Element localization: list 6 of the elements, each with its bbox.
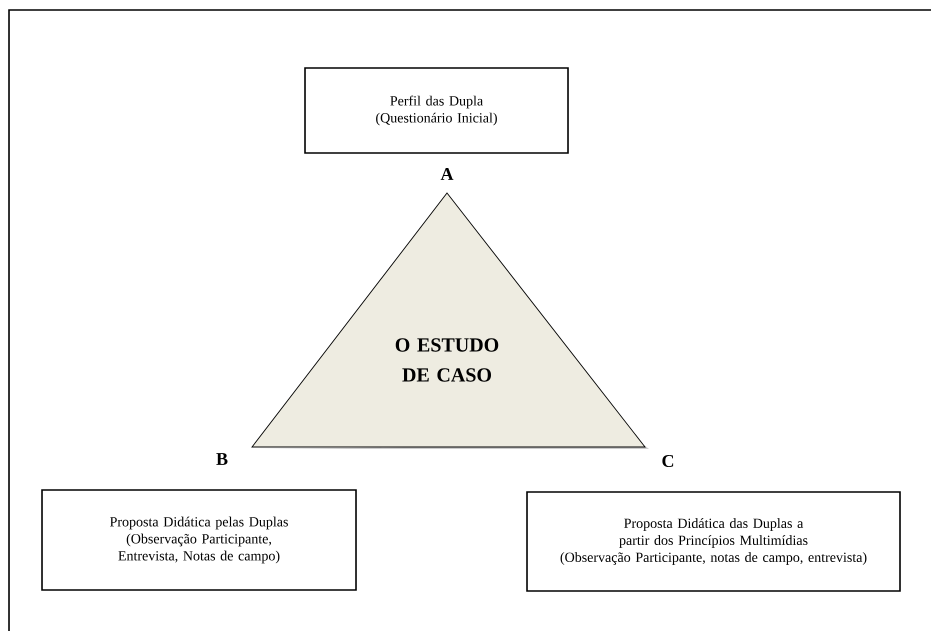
vertex-label: B (216, 453, 228, 465)
text-box: Perfil das Dupla (Questionário Inicial) (304, 67, 569, 154)
text-box: Proposta Didática das Duplas a partir dos Princípios Multimídias (Observação Participante, notas de campo, entrevista) (526, 491, 901, 592)
text-box: Proposta Didática pelas Duplas (Observação Participante, Entrevista, Notas de campo) (41, 489, 357, 591)
vertex-label: C (662, 454, 674, 468)
vertex-label: A (440, 168, 454, 180)
